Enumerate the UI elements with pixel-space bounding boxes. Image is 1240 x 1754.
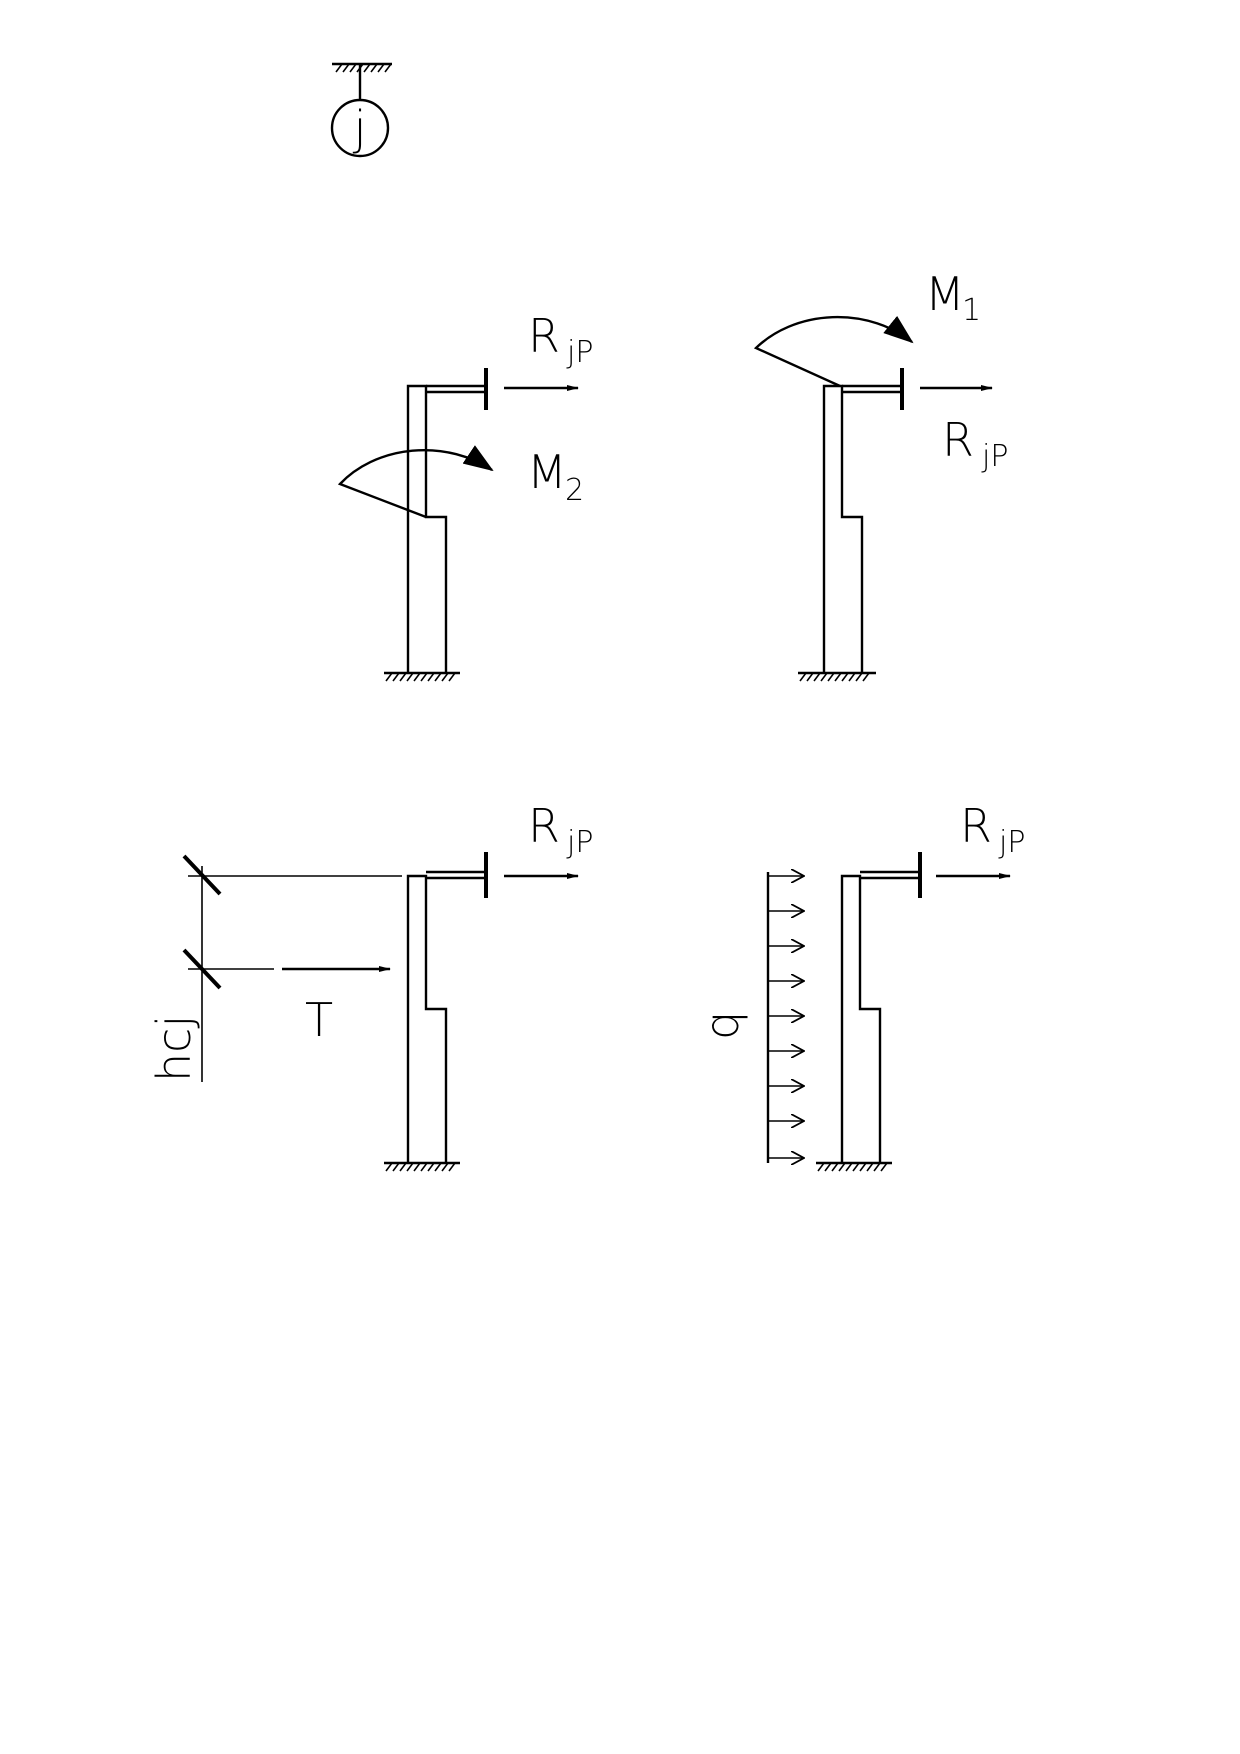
moment-label-main: M	[527, 445, 567, 499]
force-label-main: R	[960, 799, 992, 853]
ground-hatch	[385, 1162, 456, 1172]
moment-label-sub: 2	[565, 473, 584, 508]
panel-bottom-right: R jP q	[695, 799, 1025, 1172]
force-label-sub: jP	[566, 335, 593, 370]
dimension-tick-load	[182, 948, 222, 990]
panel-top-left: R jP M 2	[337, 309, 593, 682]
ground-hatch	[817, 1162, 888, 1172]
ground-hatch	[385, 672, 456, 682]
node-symbol: j	[330, 62, 392, 158]
force-label-sub: jP	[998, 825, 1025, 860]
force-label-main: R	[942, 413, 974, 467]
force-label-main: R	[528, 309, 560, 363]
node-circle	[330, 98, 390, 158]
load-arrows	[768, 876, 804, 1158]
force-label-main: R	[528, 799, 560, 853]
moment-label-sub: 1	[962, 293, 981, 328]
column-outline	[840, 874, 882, 1163]
moment-arc	[337, 445, 494, 519]
column-outline	[822, 384, 864, 673]
dimension-label: hcj	[147, 1015, 201, 1082]
force-label-sub: jP	[981, 439, 1008, 474]
panel-bottom-left: R jP hcj T	[147, 799, 593, 1172]
column-outline	[406, 384, 448, 673]
force-label-sub: jP	[566, 825, 593, 860]
load-label: q	[695, 1011, 749, 1040]
dimension-tick-top	[182, 854, 222, 896]
ground-hatch	[799, 672, 870, 682]
load-label: T	[305, 993, 333, 1047]
moment-arc	[753, 315, 914, 388]
moment-label-main: M	[925, 267, 965, 321]
node-label: j	[353, 101, 367, 155]
column-outline	[406, 874, 448, 1163]
panel-top-right: R jP M 1	[753, 267, 1008, 682]
